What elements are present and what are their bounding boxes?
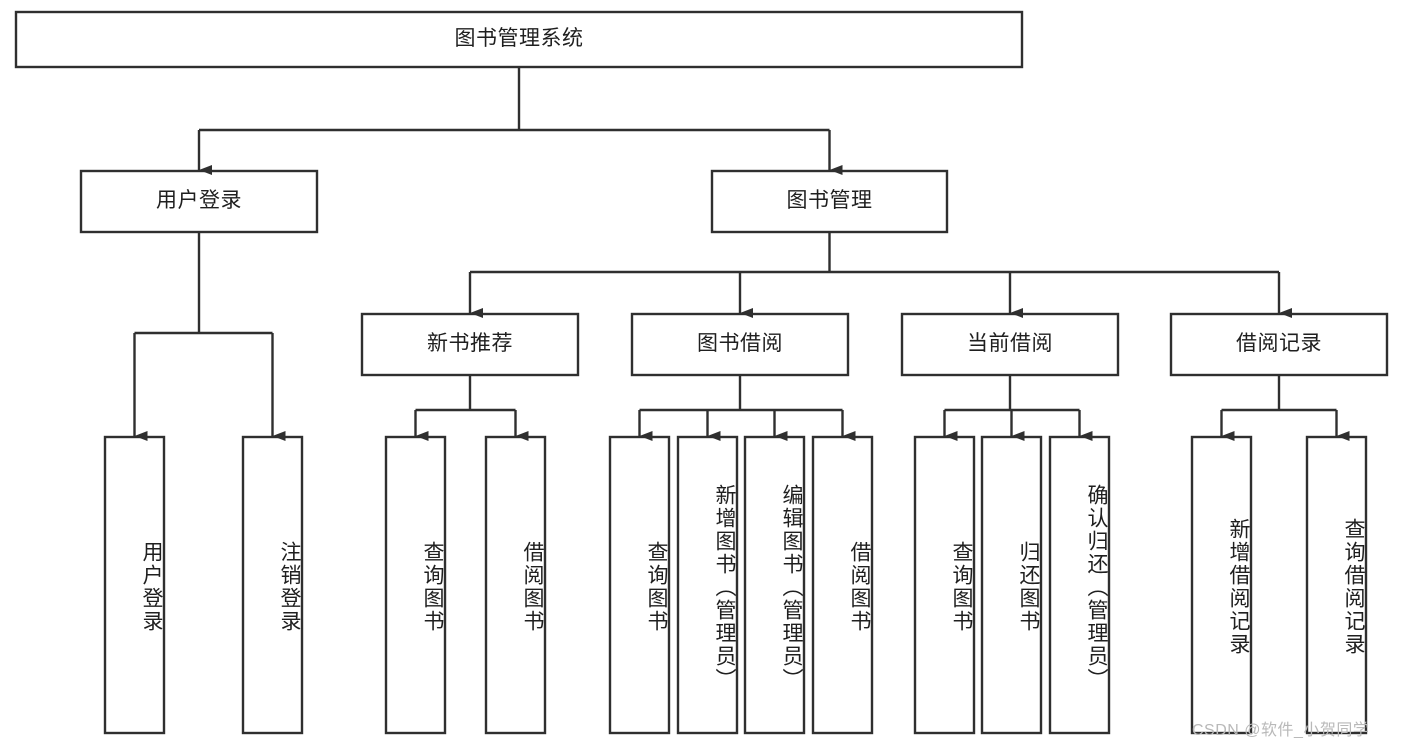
root-node-book-management-system[interactable]	[14, 10, 1024, 69]
leaf-node-7[interactable]	[811, 435, 874, 735]
level3-node-0[interactable]	[360, 312, 580, 377]
leaf-node-0[interactable]	[103, 435, 166, 735]
leaf-node-8[interactable]	[913, 435, 976, 735]
level2-node-0[interactable]	[79, 169, 319, 234]
leaf-node-4[interactable]	[608, 435, 671, 735]
csdn-watermark: CSDN @软件_小贺同学	[1192, 722, 1370, 739]
leaf-node-10[interactable]	[1048, 435, 1111, 735]
leaf-node-3[interactable]	[484, 435, 547, 735]
level2-node-1[interactable]	[710, 169, 949, 234]
level3-node-1[interactable]	[630, 312, 850, 377]
level3-node-2[interactable]	[900, 312, 1120, 377]
leaf-node-11[interactable]	[1190, 435, 1253, 735]
leaf-node-1[interactable]	[241, 435, 304, 735]
connectors-layer	[133, 67, 1350, 441]
leaf-node-6[interactable]	[743, 435, 806, 735]
leaf-node-2[interactable]	[384, 435, 447, 735]
node-boxes-layer	[14, 10, 1389, 735]
leaf-node-9[interactable]	[980, 435, 1043, 735]
level3-node-3[interactable]	[1169, 312, 1389, 377]
leaf-node-12[interactable]	[1305, 435, 1368, 735]
leaf-node-5[interactable]	[676, 435, 739, 735]
